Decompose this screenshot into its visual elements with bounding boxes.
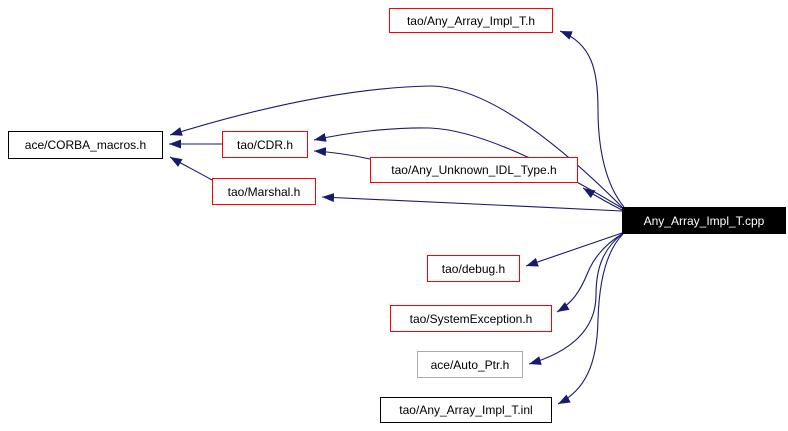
node-corba-macros-h: ace/CORBA_macros.h [8,131,163,159]
node-label: tao/Marshal.h [227,184,301,199]
edge-any-array-impl-t-cpp-to-corba-macros-h [169,85,623,208]
node-any-array-impl-t-h[interactable]: tao/Any_Array_Impl_T.h [389,8,553,33]
node-any-array-impl-t-cpp: Any_Array_Impl_T.cpp [622,207,786,234]
edge-any-array-impl-t-cpp-to-any-array-impl-t-inl [557,233,624,405]
node-label: ace/CORBA_macros.h [24,138,147,152]
node-label: tao/CDR.h [236,137,294,152]
node-debug-h[interactable]: tao/debug.h [427,255,520,282]
edge-any-array-impl-t-cpp-to-systemexception-h [556,233,623,313]
edge-any-array-impl-t-cpp-to-debug-h [525,232,623,267]
node-systemexception-h[interactable]: tao/SystemException.h [390,305,552,332]
node-label: tao/Any_Unknown_IDL_Type.h [391,163,557,177]
node-label: Any_Array_Impl_T.cpp [643,213,765,228]
edge-any-array-impl-t-cpp-to-auto-ptr-h [528,233,623,365]
node-label: tao/SystemException.h [409,311,533,326]
edge-marshal-h-to-corba-macros-h [169,156,213,181]
node-label: tao/Any_Array_Impl_T.inl [399,403,533,417]
node-auto-ptr-h: ace/Auto_Ptr.h [417,351,523,378]
edge-any-array-impl-t-cpp-to-marshal-h [321,193,623,212]
edge-any-array-impl-t-cpp-to-any-array-impl-t-h [559,30,625,208]
node-label: tao/debug.h [441,261,506,276]
edge-any-array-impl-t-cpp-to-any-unknown-idl-type-h [582,187,623,211]
node-label: ace/Auto_Ptr.h [430,357,510,372]
node-any-unknown-idl-type-h[interactable]: tao/Any_Unknown_IDL_Type.h [370,157,578,183]
node-marshal-h[interactable]: tao/Marshal.h [212,178,316,205]
edge-any-unknown-idl-type-h-to-cdr-h [313,147,371,160]
node-label: tao/Any_Array_Impl_T.h [406,13,536,28]
node-cdr-h[interactable]: tao/CDR.h [222,131,308,158]
node-any-array-impl-t-inl: tao/Any_Array_Impl_T.inl [380,397,552,423]
